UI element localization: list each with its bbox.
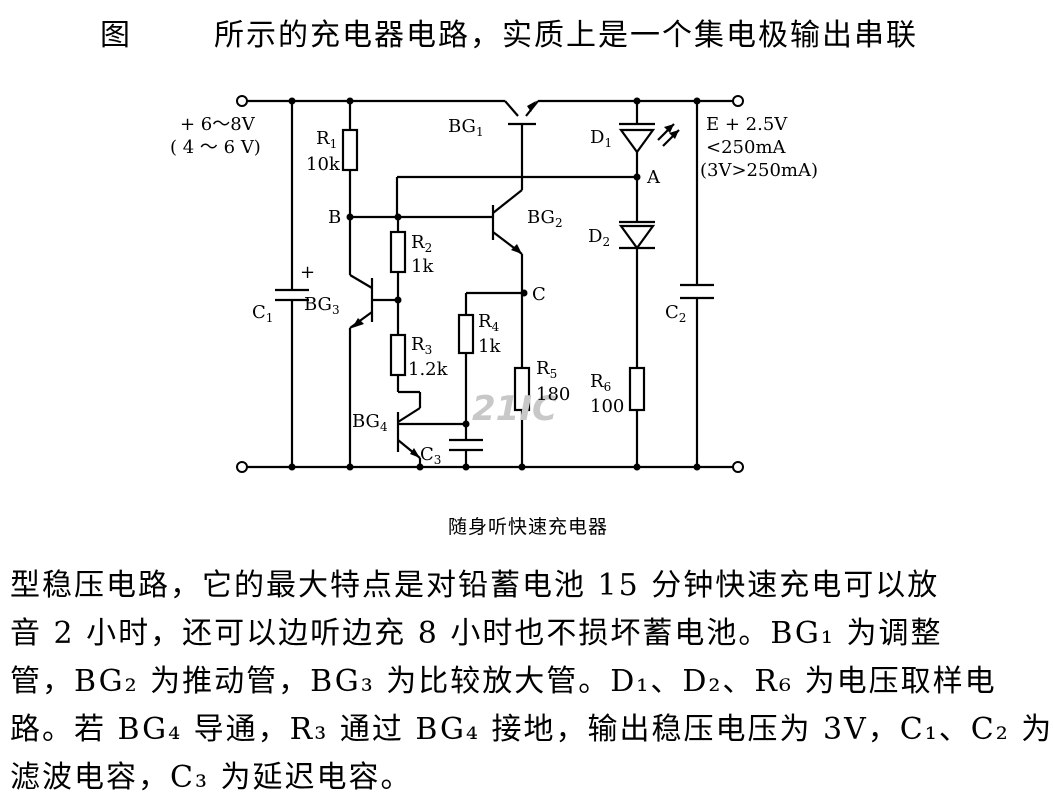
node-a-label: A (646, 167, 661, 188)
paragraph-line-1: 型稳压电路，它的最大特点是对铅蓄电池 15 分钟快速充电可以放 (10, 568, 940, 603)
r3-value: 1.2k (408, 359, 449, 380)
output-terminal (732, 95, 744, 107)
node-c-label: C (532, 284, 546, 305)
bg2-label: BG2 (527, 207, 563, 230)
c2-label: C2 (665, 302, 686, 325)
output-current-label: <250mA (706, 137, 787, 158)
paragraph-line-4: 路。若 BG₄ 导通，R₃ 通过 BG₄ 接地，输出稳压电压为 3V，C₁、C₂… (10, 712, 1053, 747)
paragraph-line-5: 滤波电容，C₃ 为延迟电容。 (10, 760, 413, 795)
d2-label: D2 (588, 226, 610, 249)
r6-label: R6 (590, 371, 611, 394)
figure-caption: 随身听快速充电器 (448, 516, 609, 538)
ground-terminal-left (236, 461, 248, 473)
c3-label: C3 (420, 444, 441, 467)
bg1-label: BG1 (448, 116, 484, 139)
r2-label: R2 (411, 232, 432, 255)
heading-line: 图 所示的充电器电路，实质上是一个集电极输出串联 (100, 10, 918, 54)
input-terminal (236, 95, 248, 107)
watermark-21ic: 21IC (472, 389, 557, 429)
r4-label: R4 (478, 311, 500, 334)
input-voltage-alt-label: ( 4 ～ 6 V) (170, 137, 261, 158)
bg4-label: BG4 (352, 411, 388, 434)
ground-terminal-right (732, 461, 744, 473)
r3-label: R3 (411, 334, 432, 357)
r5-label: R5 (536, 358, 557, 381)
output-alt-label: (3V>250mA) (700, 160, 818, 181)
r5-value: 180 (536, 384, 570, 405)
circuit-diagram: 21IC + 6～8V ( 4 ～ 6 V) R1 10k B R2 1k R3… (170, 95, 818, 473)
r1-value: 10k (306, 154, 341, 175)
heading-fig: 图 (100, 18, 132, 53)
r1-label: R1 (316, 128, 337, 151)
c1-label: C1 (252, 302, 273, 325)
r4-value: 1k (478, 336, 501, 357)
output-voltage-label: E + 2.5V (706, 114, 788, 135)
c1-plus: + (300, 262, 315, 283)
d1-label: D1 (590, 127, 612, 150)
heading-text: 所示的充电器电路，实质上是一个集电极输出串联 (214, 18, 918, 53)
circuit-wires (242, 99, 738, 469)
node-b-label: B (328, 207, 341, 228)
paragraph-line-2: 音 2 小时，还可以边听边充 8 小时也不损坏蓄电池。BG₁ 为调整 (10, 616, 943, 651)
input-voltage-label: + 6～8V (180, 114, 256, 135)
paragraph-line-3: 管，BG₂ 为推动管，BG₃ 为比较放大管。D₁、D₂、R₆ 为电压取样电 (10, 664, 997, 699)
r2-value: 1k (411, 256, 434, 277)
r6-value: 100 (590, 396, 624, 417)
bg3-label: BG3 (304, 294, 340, 317)
